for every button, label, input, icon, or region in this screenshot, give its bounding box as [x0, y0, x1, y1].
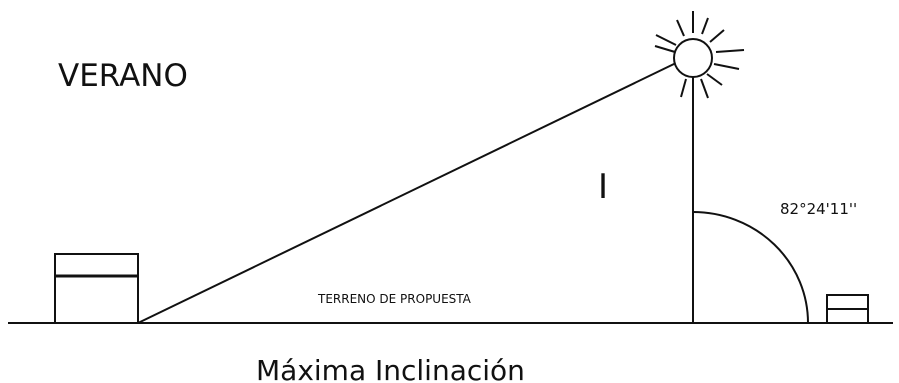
terrain-label: TERRENO DE PROPUESTA: [317, 292, 472, 306]
left-building: [54, 253, 139, 324]
vertical-label: I: [598, 167, 608, 207]
sun-icon: [654, 11, 745, 99]
angle-arc: [692, 211, 809, 324]
building-icon: [54, 253, 139, 324]
right-building: [826, 294, 869, 324]
caption: Máxima Inclinación: [256, 354, 525, 383]
season-title: VERANO: [58, 58, 188, 94]
angle-label: 82°24'11'': [780, 200, 857, 218]
sun-ray-line: [137, 62, 677, 324]
